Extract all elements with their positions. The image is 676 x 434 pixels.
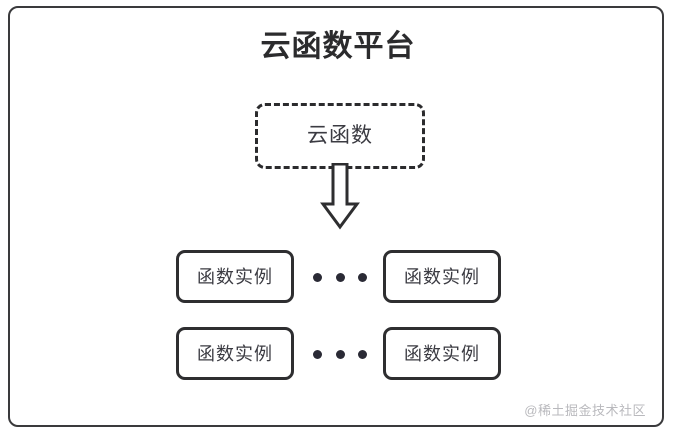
ellipsis-row-1 bbox=[313, 271, 367, 283]
ellipsis-dot bbox=[313, 349, 322, 359]
function-instance-box: 函数实例 bbox=[176, 327, 294, 380]
ellipsis-dot bbox=[313, 272, 322, 282]
function-instance-label: 函数实例 bbox=[197, 266, 273, 287]
cloud-function-node: 云函数 bbox=[255, 103, 425, 169]
ellipsis-dot bbox=[335, 349, 345, 359]
function-instance-box: 函数实例 bbox=[383, 327, 501, 380]
watermark: @稀土掘金技术社区 bbox=[524, 403, 646, 418]
down-block-arrow-icon bbox=[320, 162, 360, 231]
function-instance-box: 函数实例 bbox=[383, 250, 501, 303]
page-title: 云函数平台 bbox=[260, 30, 416, 63]
ellipsis-dot bbox=[358, 349, 367, 359]
ellipsis-dot bbox=[358, 272, 367, 282]
cloud-function-label: 云函数 bbox=[307, 124, 373, 147]
function-instance-label: 函数实例 bbox=[197, 343, 273, 364]
ellipsis-dot bbox=[335, 272, 345, 282]
function-instance-label: 函数实例 bbox=[404, 266, 480, 287]
function-instance-box: 函数实例 bbox=[176, 250, 294, 303]
function-instance-label: 函数实例 bbox=[404, 343, 480, 364]
ellipsis-row-2 bbox=[313, 348, 367, 360]
